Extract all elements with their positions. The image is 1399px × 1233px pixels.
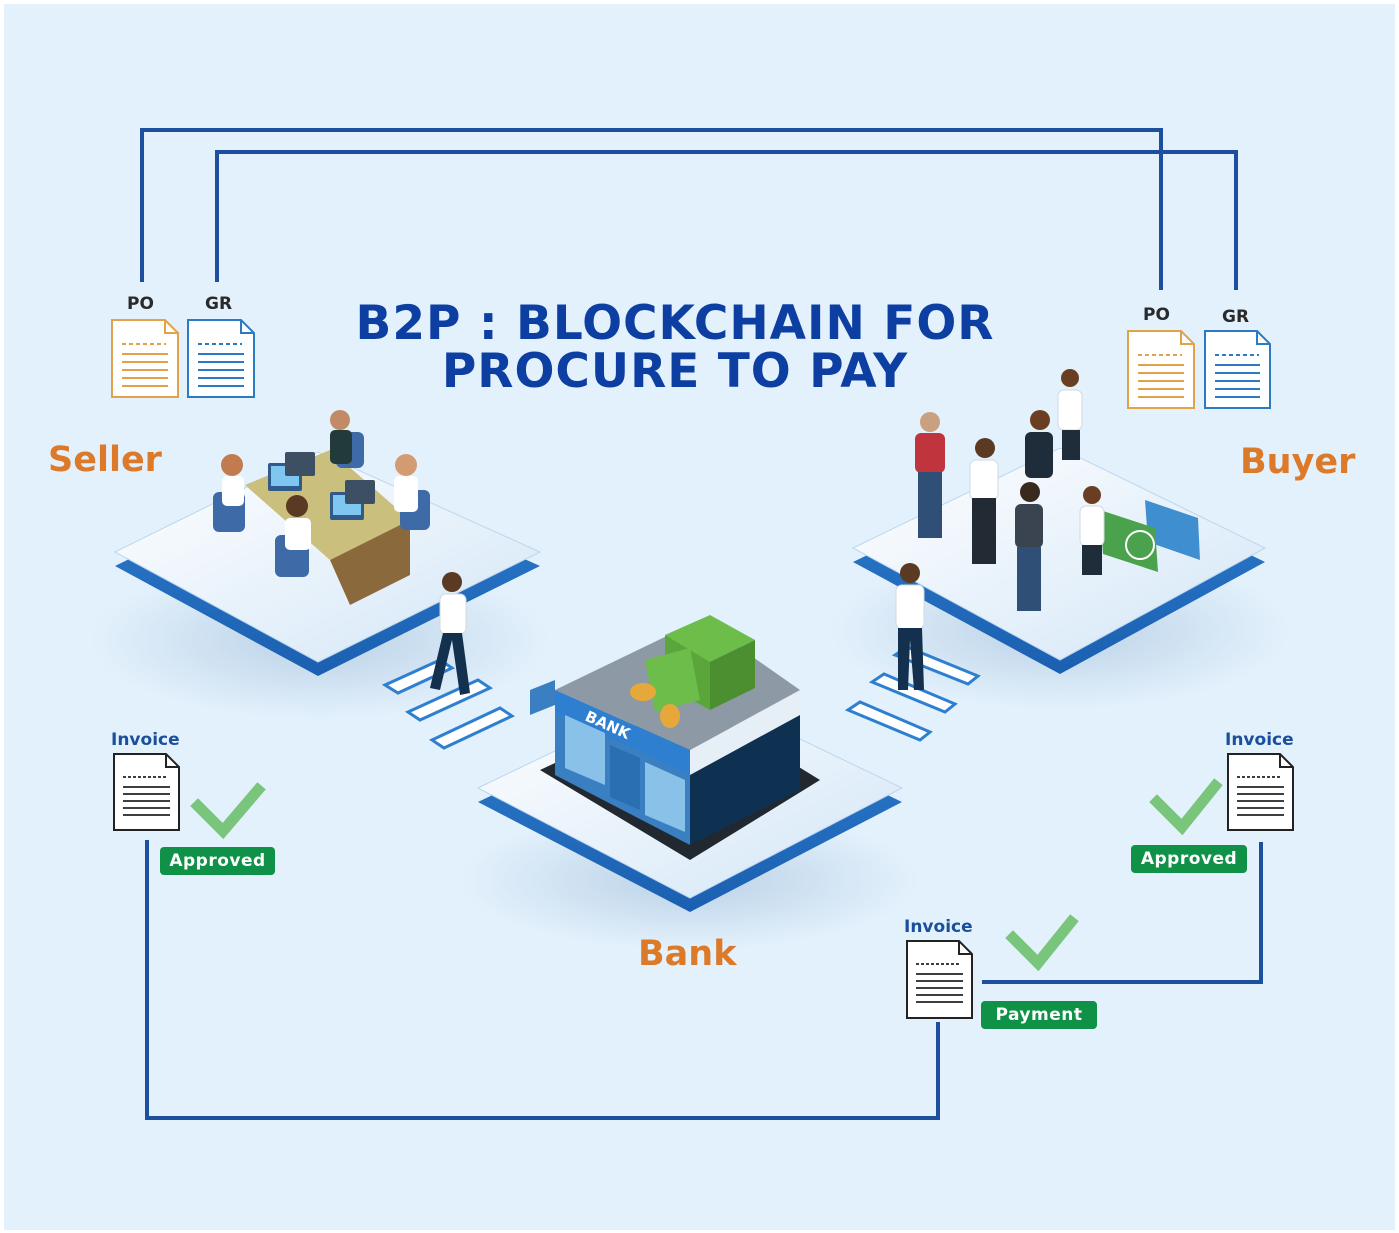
- seller-workers-icon: [213, 410, 430, 577]
- standing-person-icon: [895, 563, 925, 690]
- buyer-po-doc-icon: [1127, 330, 1195, 409]
- credit-card-icon: [1100, 500, 1200, 572]
- po-connector-line: [140, 128, 1163, 290]
- buyer-invoice-connector-line: [982, 842, 1263, 984]
- bank-invoice-doc-icon: [906, 940, 973, 1019]
- buyer-gr-doc-icon: [1204, 330, 1271, 409]
- bank-building-icon: [530, 620, 820, 860]
- seller-gr-label: GR: [205, 294, 233, 314]
- money-stack-icon: [630, 615, 755, 728]
- buyer-people-icon: [915, 369, 1105, 611]
- buyer-status-badge: Approved: [1131, 845, 1247, 873]
- bank-check-icon: [1005, 914, 1079, 972]
- seller-check-icon: [190, 782, 266, 840]
- title-line-2: PROCURE TO PAY: [441, 344, 909, 399]
- walking-person-icon: [430, 572, 470, 695]
- connector-lines: [140, 128, 1263, 1120]
- seller-invoice-label: Invoice: [111, 730, 180, 750]
- seller-po-doc-icon: [111, 319, 179, 398]
- buyer-invoice-label: Invoice: [1225, 730, 1294, 750]
- title-line-1: B2P : BLOCKCHAIN FOR: [355, 296, 995, 351]
- seller-status-badge: Approved: [160, 847, 275, 875]
- buyer-gr-label: GR: [1222, 307, 1250, 327]
- bank-label: Bank: [638, 934, 737, 974]
- seller-gr-doc-icon: [187, 319, 255, 398]
- buyer-invoice-doc-icon: [1227, 753, 1294, 831]
- bank-invoice-label: Invoice: [904, 917, 973, 937]
- buyer-check-icon: [1149, 778, 1223, 836]
- gr-connector-line: [215, 150, 1238, 290]
- bank-platform: BANK: [460, 615, 920, 950]
- buyer-label: Buyer: [1240, 442, 1356, 482]
- page-title: B2P : BLOCKCHAIN FOR PROCURE TO PAY: [340, 300, 1010, 396]
- seller-invoice-connector-line: [145, 840, 940, 1120]
- seller-label: Seller: [48, 440, 162, 480]
- buyer-po-label: PO: [1143, 305, 1170, 325]
- bank-status-badge: Payment: [981, 1001, 1097, 1029]
- seller-po-label: PO: [127, 294, 154, 314]
- seller-invoice-doc-icon: [113, 753, 180, 831]
